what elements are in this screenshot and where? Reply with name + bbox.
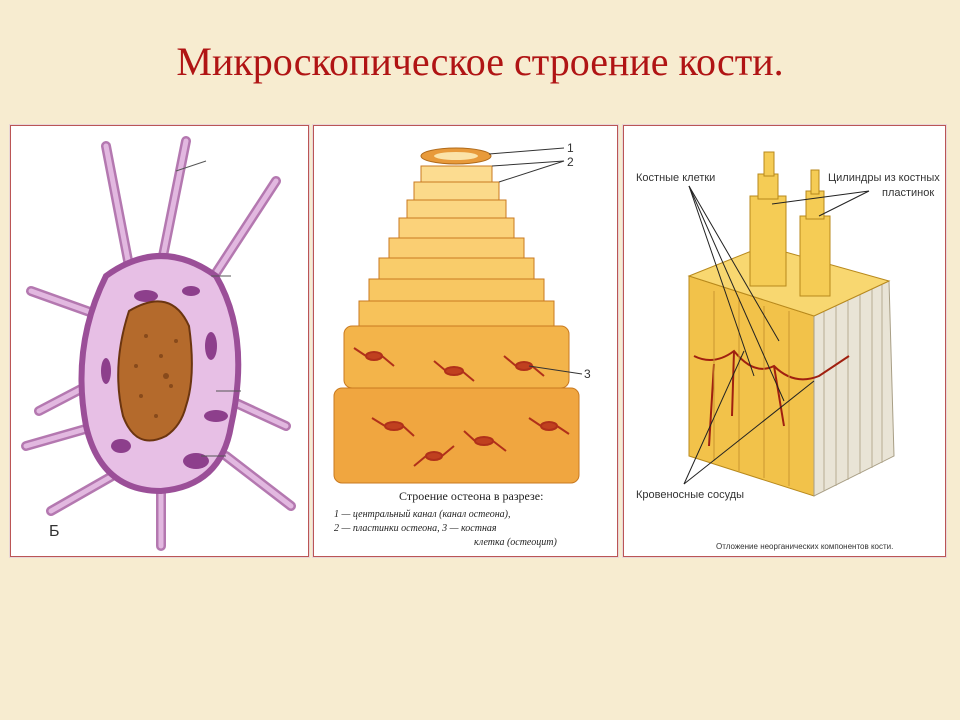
osteon-caption-title: Строение остеона в разрезе:: [399, 489, 543, 503]
osteon-panel: 1 2 3 Строение остеона в разрезе: 1 — це…: [313, 125, 618, 557]
osteon-lamellae: [333, 147, 580, 484]
label-cylinders-line2: пластинок: [882, 187, 934, 199]
bone-block-illustration: Костные клетки Цилиндры из костных пласт…: [636, 151, 940, 551]
osteocyte-cell-panel: Б: [10, 125, 309, 557]
osteocyte-illustration: Б: [21, 136, 296, 551]
label-blood-vessels: Кровеносные сосуды: [636, 489, 744, 501]
osteon-label-3: 3: [584, 367, 591, 381]
bone-block-panel: Костные клетки Цилиндры из костных пласт…: [623, 125, 946, 557]
osteon-caption-line-1: 1 — центральный канал (канал остеона),: [334, 509, 511, 520]
organelles: [101, 286, 228, 469]
label-cylinders-line1: Цилиндры из костных: [828, 172, 940, 184]
bone-block-caption: Отложение неорганических компонентов кос…: [716, 542, 893, 551]
osteon-label-2: 2: [567, 155, 574, 169]
blood-vessels: [693, 349, 850, 447]
nucleus: [117, 300, 193, 442]
osteon-caption-line-2: 2 — пластинки остеона, 3 — костная: [334, 523, 497, 534]
osteon-label-1: 1: [567, 141, 574, 155]
page-title: Микроскопическое строение кости.: [176, 39, 784, 84]
osteon-illustration: 1 2 3 Строение остеона в разрезе: 1 — це…: [333, 141, 591, 548]
panel-letter: Б: [49, 523, 60, 540]
lamellae-cylinders: [749, 151, 831, 297]
leader-lines: [175, 160, 241, 457]
osteocytes: [353, 347, 570, 467]
osteon-caption-line-3: клетка (остеоцит): [474, 537, 557, 548]
leader-lines-block: [683, 185, 870, 485]
label-bone-cells: Костные клетки: [636, 172, 715, 184]
